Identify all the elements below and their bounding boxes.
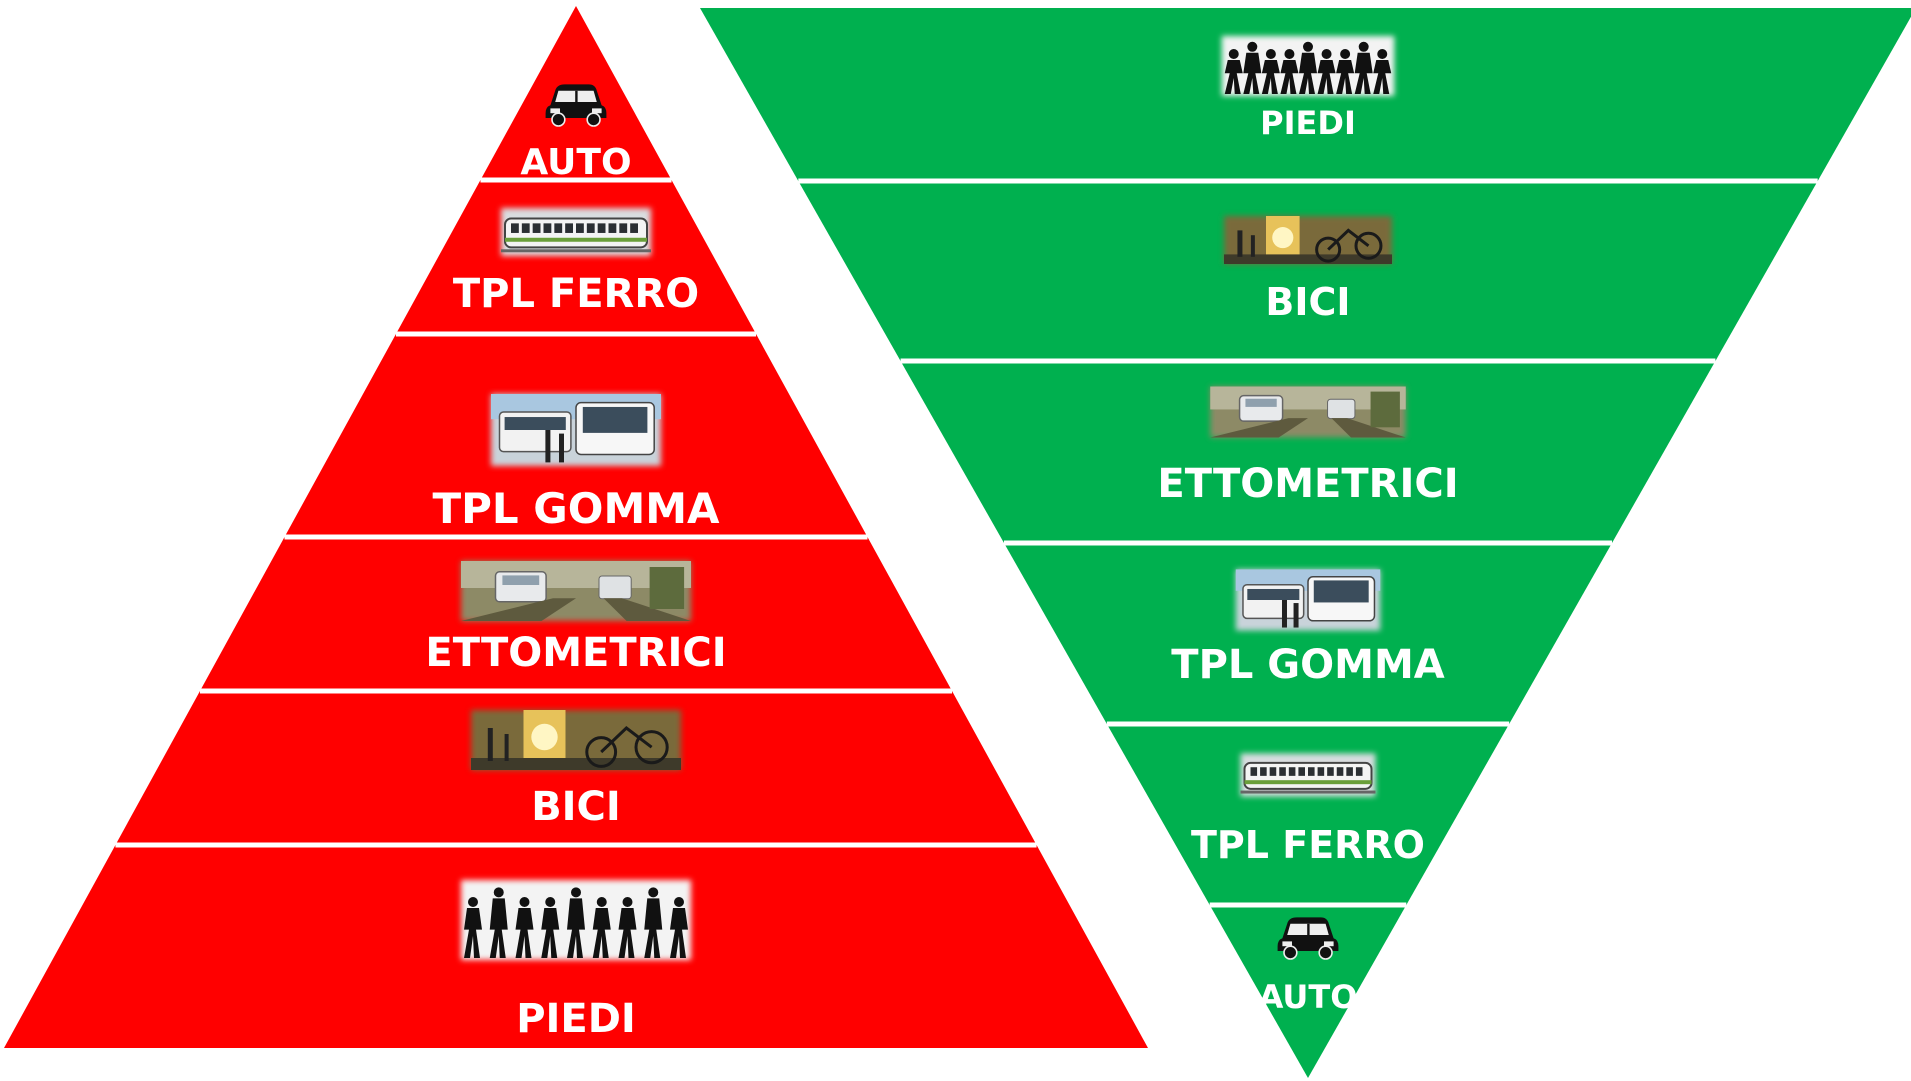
tier-label: TPL GOMMA — [1171, 642, 1444, 688]
tier-separator — [1004, 540, 1612, 546]
train-icon — [1240, 753, 1376, 797]
tier-ettometrici: ETTOMETRICI — [425, 561, 727, 676]
tier-ettometrici: ETTOMETRICI — [1157, 386, 1459, 507]
bicycle-icon — [471, 710, 681, 770]
red-pyramid-shape — [4, 6, 1148, 1048]
car-icon — [1277, 917, 1339, 960]
tier-tpl-gomma: TPL GOMMA — [432, 394, 720, 533]
bus-icon — [491, 394, 661, 466]
tier-tpl-ferro: TPL FERRO — [453, 208, 699, 317]
car-icon — [545, 84, 607, 127]
tier-label: BICI — [1265, 280, 1350, 324]
tier-separator — [900, 358, 1716, 364]
pedestrians-icon — [1221, 36, 1395, 96]
tier-label: AUTO — [1259, 978, 1358, 1016]
tier-separator — [395, 331, 757, 337]
tier-label: PIEDI — [516, 996, 636, 1042]
tier-label: AUTO — [520, 142, 631, 183]
tier-label: ETTOMETRICI — [1157, 461, 1458, 507]
tier-piedi: PIEDI — [461, 880, 691, 1042]
train-icon — [501, 208, 651, 256]
tier-separator — [284, 534, 868, 540]
people-mover-icon — [461, 561, 691, 621]
tier-label: BICI — [531, 784, 621, 830]
tier-separator — [199, 688, 953, 694]
red-pyramid: AUTO TPL FERRO TPL GOMMA ETTOMETRICI BICI PIE… — [4, 6, 1148, 1048]
tier-label: TPL GOMMA — [432, 484, 720, 533]
bicycle-icon — [1224, 216, 1392, 264]
tier-auto: AUTO — [520, 84, 632, 183]
tier-separator — [1209, 902, 1407, 908]
people-mover-icon — [1210, 386, 1406, 438]
tier-separator — [115, 842, 1037, 848]
green-pyramid: PIEDI BICI ETTOMETRICI TPL GOMMA TPL FERRO AU… — [700, 8, 1911, 1078]
tier-auto: AUTO — [1259, 917, 1358, 1016]
tier-bici: BICI — [471, 710, 681, 830]
pedestrians-icon — [461, 880, 691, 960]
tier-label: TPL FERRO — [453, 271, 699, 317]
tier-piedi: PIEDI — [1221, 36, 1395, 142]
tier-separator — [798, 178, 1818, 184]
tier-separator — [480, 177, 672, 183]
tier-bici: BICI — [1224, 216, 1392, 324]
tier-label: TPL FERRO — [1191, 823, 1425, 867]
bus-icon — [1235, 569, 1381, 631]
tier-tpl-gomma: TPL GOMMA — [1171, 569, 1445, 688]
tier-label: PIEDI — [1260, 104, 1356, 142]
tier-tpl-ferro: TPL FERRO — [1191, 753, 1425, 867]
tier-label: ETTOMETRICI — [425, 630, 726, 676]
tier-separator — [1106, 721, 1510, 727]
